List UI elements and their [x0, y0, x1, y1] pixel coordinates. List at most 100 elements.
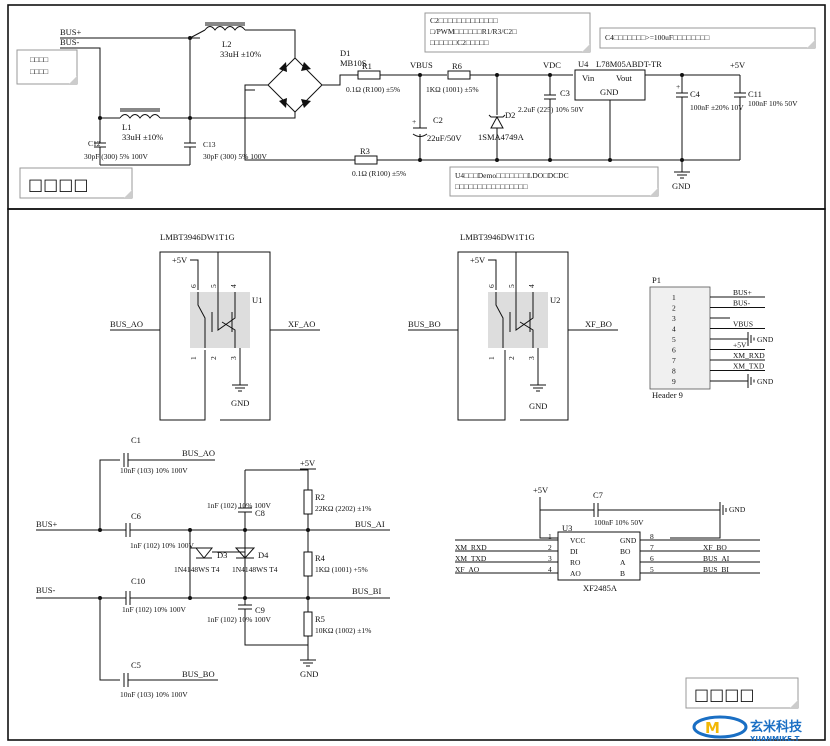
u2-5v: +5V — [470, 255, 486, 265]
c1-value: 10nF (103) 10% 100V — [120, 466, 188, 475]
capacitor-c11: C11 100nF 10% 50V — [734, 75, 798, 160]
u4-part: L78M05ABDT-TR — [596, 59, 662, 69]
capacitor-c3: C3 2.2uF (225) 10% 50V — [518, 75, 584, 160]
u3-net-label: XF_BO — [703, 543, 727, 552]
capacitor-c4: + C4 100nF ±20% 10V — [676, 75, 744, 160]
header-net-label: GND — [757, 377, 774, 386]
u1-pin5: 5 — [209, 284, 218, 288]
u1-net-out: XF_AO — [288, 319, 315, 329]
u3-net-label: XF_AO — [455, 565, 480, 574]
capacitor-c2: + C2 22uF/50V — [412, 75, 462, 160]
net-vdc-label: VDC — [543, 60, 561, 70]
note-box-left: □□□□ — [19, 167, 133, 199]
d2-value: 1SMA4749A — [478, 132, 525, 142]
u3-pin-number: 3 — [548, 554, 552, 563]
bridge-rectifier-d1: D1 MB10S — [267, 48, 367, 113]
u1-part: LMBT3946DW1T1G — [160, 232, 235, 242]
bus-bo-net: BUS_BO — [182, 669, 215, 679]
c13-ref: C13 — [203, 140, 216, 149]
c4-value: 100nF ±20% 10V — [690, 103, 744, 112]
c3-value: 2.2uF (225) 10% 50V — [518, 105, 584, 114]
resistor-r5: R5 10KΩ (1002) ±1% — [303, 611, 371, 637]
bus-conditioning-section: BUS+ C1 10nF (103) 10% 100V BUS_AO C6 1n… — [36, 435, 390, 699]
u4-vout: Vout — [616, 73, 633, 83]
d4-ref: D4 — [258, 550, 269, 560]
u3-pin-number: 6 — [650, 554, 654, 563]
u3-pin-number: 1 — [548, 532, 552, 541]
u2-ref: U2 — [550, 295, 560, 305]
u3-ref: U3 — [562, 523, 572, 533]
u3-net-label: BUS_AI — [703, 554, 730, 563]
u2-net-in: BUS_BO — [408, 319, 441, 329]
u1-ref: U1 — [252, 295, 262, 305]
u3-body — [557, 531, 641, 581]
note-c4: C4□□□□□□□>=100uF□□□□□□□□ — [599, 27, 816, 49]
u3-pin-number: 4 — [548, 565, 552, 574]
u1-pin1: 1 — [189, 356, 198, 360]
u2-pin1: 1 — [487, 356, 496, 360]
header-pin-number: 8 — [672, 367, 676, 376]
u3-pin-name: GND — [620, 536, 637, 545]
u1-gnd: GND — [231, 398, 249, 408]
d4-value: 1N4148WS T4 — [232, 565, 278, 574]
r4-value: 1KΩ (1001) +5% — [315, 565, 368, 574]
resistor-r2: R2 22KΩ (2202) ±1% — [303, 489, 371, 515]
u3-net-label: XM_RXD — [455, 543, 487, 552]
header-p1-body — [649, 286, 711, 390]
u3-pin-number: 7 — [650, 543, 654, 552]
u3-net-label: XM_TXD — [455, 554, 487, 563]
transistor-u1-block: LMBT3946DW1T1G +5V U1 6 5 4 1 2 3 GND BU… — [110, 232, 320, 421]
c3-ref: C3 — [560, 88, 570, 98]
c1-ref: C1 — [131, 435, 141, 445]
r5-ref: R5 — [315, 614, 325, 624]
c2-value: 22uF/50V — [427, 133, 462, 143]
r3-ref: R3 — [360, 146, 370, 156]
header-net-label: GND — [757, 335, 774, 344]
d1-value: MB10S — [340, 58, 367, 68]
u4-ref: U4 — [578, 59, 589, 69]
u3-part: XF2485A — [583, 583, 618, 593]
resistor-r6: R6 1KΩ (1001) ±5% — [426, 61, 479, 94]
note-box-right: □□□□ — [685, 677, 799, 709]
zener-diode-d2: D2 1SMA4749A — [478, 75, 525, 160]
r4-ref: R4 — [315, 553, 326, 563]
u3-pin-name: DI — [570, 547, 578, 556]
u1-pin6: 6 — [189, 284, 198, 288]
u3-net-label: BUS_BI — [703, 565, 729, 574]
inductor-l1: L1 33uH ±10% — [119, 108, 163, 142]
d3-value: 1N4148WS T4 — [174, 565, 220, 574]
c7-ref: C7 — [593, 490, 603, 500]
resistor-r4: R4 1KΩ (1001) +5% — [303, 551, 368, 577]
u2-pin3: 3 — [527, 356, 536, 360]
r6-ref: R6 — [452, 61, 462, 71]
u1-pin3: 3 — [229, 356, 238, 360]
wire — [189, 29, 206, 39]
u3-pin-name: A — [620, 558, 626, 567]
u4-gnd: GND — [600, 87, 618, 97]
header-pin-number: 3 — [672, 314, 676, 323]
header-pin-number: 4 — [672, 325, 676, 334]
header-net-label: XM_TXD — [733, 362, 765, 371]
bus-plus-net: BUS+ — [36, 519, 58, 529]
d3-ref: D3 — [217, 550, 227, 560]
c7-value: 100nF 10% 50V — [594, 518, 644, 527]
r1-ref: R1 — [362, 61, 372, 71]
r5-value: 10KΩ (1002) ±1% — [315, 626, 371, 635]
c5-value: 10nF (103) 10% 100V — [120, 690, 188, 699]
u3-pin-name: BO — [620, 547, 631, 556]
u3-pin-name: VCC — [570, 536, 585, 545]
logo-sub: XUANMIKE.T — [750, 735, 800, 743]
u2-gnd: GND — [529, 401, 547, 411]
c10-value: 1nF (102) 10% 100V — [122, 605, 187, 614]
svg-text:□□□□□□□□□□□□□□□□: □□□□□□□□□□□□□□□□ — [455, 182, 528, 191]
l2-value: 33uH ±10% — [220, 49, 261, 59]
resistor-r3: R3 0.1Ω (R100) ±5% — [352, 146, 406, 178]
u2-pin6: 6 — [487, 284, 496, 288]
u2-pin2: 2 — [507, 356, 516, 360]
u3-5v-net: +5V — [533, 485, 549, 495]
u3-pin-number: 5 — [650, 565, 654, 574]
u1-net-in: BUS_AO — [110, 319, 143, 329]
capacitor-c12: C12 30pF (300) 5% 100V — [84, 118, 149, 165]
svg-text:+: + — [412, 117, 416, 126]
